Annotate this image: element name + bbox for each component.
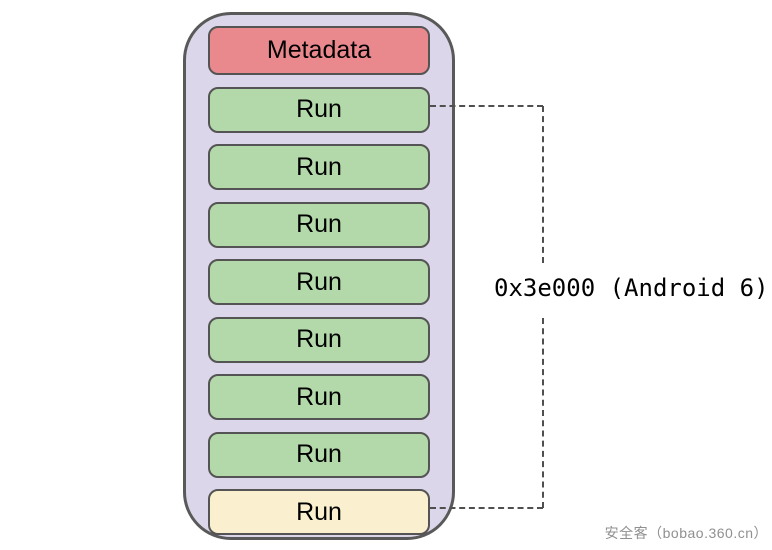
run-block-7: Run xyxy=(208,431,430,478)
run-block-2: Run xyxy=(208,144,430,190)
flash-layout-container: Metadata Run Run Run Run Run Run Run Run xyxy=(183,12,455,540)
run-label: Run xyxy=(296,440,342,468)
run-block-6: Run xyxy=(208,374,430,420)
run-label: Run xyxy=(296,267,342,296)
run-label: Run xyxy=(296,210,342,238)
run-block-1: Run xyxy=(208,86,430,133)
bracket-line-top xyxy=(430,105,543,107)
watermark: 安全客（bobao.360.cn） xyxy=(604,525,768,541)
run-label: Run xyxy=(296,497,342,526)
run-label: Run xyxy=(296,325,342,353)
run-block-3: Run xyxy=(208,201,430,248)
bracket-line-bottom xyxy=(430,507,543,509)
run-label: Run xyxy=(296,95,342,123)
metadata-label: Metadata xyxy=(266,36,372,64)
run-block-8-highlighted: Run xyxy=(208,489,430,535)
run-label: Run xyxy=(296,152,342,181)
run-label: Run xyxy=(296,382,342,411)
offset-annotation: 0x3e000 (Android 6) xyxy=(494,274,769,302)
run-block-5: Run xyxy=(208,316,430,363)
run-block-4: Run xyxy=(208,259,430,305)
metadata-block: Metadata xyxy=(208,26,430,75)
bracket-line-vertical-lower xyxy=(542,318,544,508)
bracket-line-vertical-upper xyxy=(542,106,544,263)
